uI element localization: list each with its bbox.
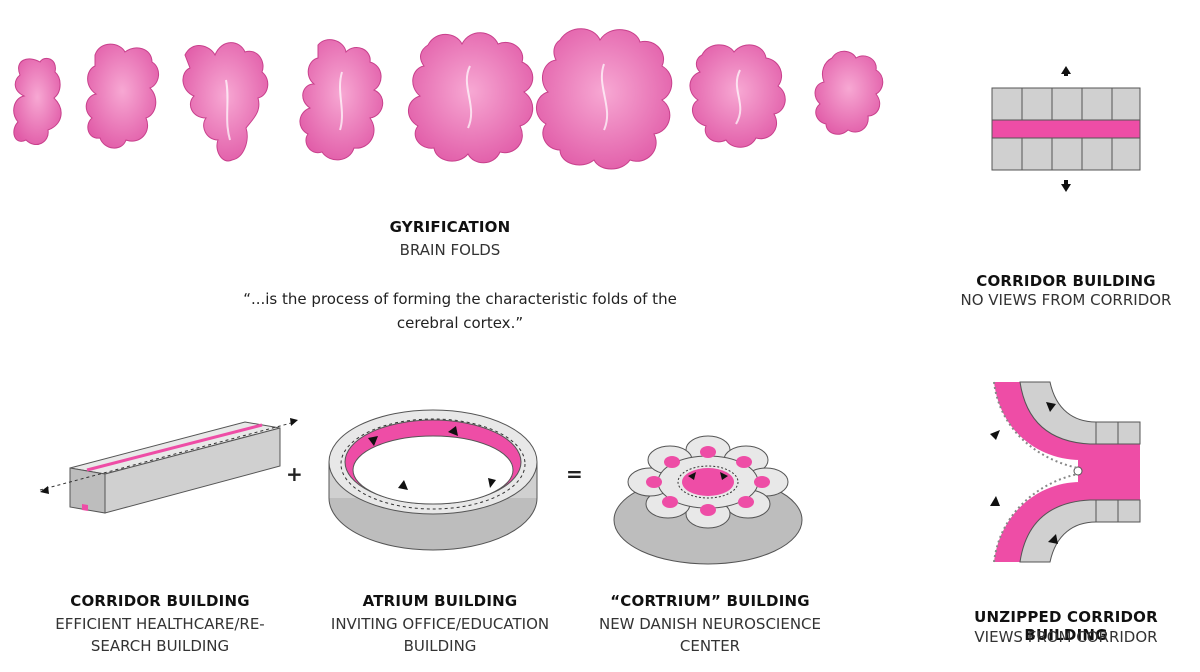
corridor-building-iso — [39, 418, 298, 514]
arrow-icon-c — [398, 480, 408, 490]
corridor-strip — [991, 119, 1141, 139]
gyrification-quote-line1: “...is the process of forming the charac… — [243, 290, 677, 308]
cortrium-building-title: “CORTRIUM” BUILDING — [610, 592, 810, 610]
atrium-building-iso — [328, 409, 538, 551]
arrow-icon-f — [720, 472, 728, 480]
arrow-icon-d — [488, 478, 496, 488]
corridor-building-line2: SEARCH BUILDING — [90, 637, 230, 655]
arrow-icon-1 — [1046, 402, 1056, 412]
brain-slices — [13, 28, 884, 170]
cortrium-building-line2: CENTER — [679, 637, 741, 655]
arrow-icon-4 — [1048, 534, 1058, 544]
arrow-right-icon — [290, 418, 298, 426]
corridor-top-title: CORRIDOR BUILDING — [976, 272, 1156, 290]
corridor-building-title: CORRIDOR BUILDING — [70, 592, 250, 610]
brain-slice-1 — [13, 57, 62, 145]
atrium-building-title: ATRIUM BUILDING — [362, 592, 518, 610]
plus-sign: + — [286, 462, 303, 486]
unzipped-title: UNZIPPED CORRIDOR BUILDING — [974, 608, 1158, 644]
atrium-building-line2: BUILDING — [403, 637, 477, 655]
arrow-icon-2 — [990, 430, 1000, 440]
corridor-building-plan — [991, 66, 1141, 192]
atrium-building-line1: INVITING OFFICE/EDUCATION — [330, 615, 550, 633]
gyrification-title: GYRIFICATION — [389, 218, 511, 236]
arrow-down-icon — [1061, 184, 1071, 192]
arrow-left-icon — [40, 486, 49, 494]
brain-slice-2 — [85, 43, 159, 149]
arrow-icon-3 — [990, 496, 1000, 506]
arrow-icon-a — [368, 436, 378, 446]
arrow-icon-e — [688, 472, 696, 480]
arrow-up-icon — [1061, 66, 1071, 74]
cortrium-building-iso — [613, 435, 803, 565]
corridor-top-subtitle: NO VIEWS FROM CORRIDOR — [960, 291, 1172, 309]
brain-slice-3 — [182, 42, 269, 162]
equals-sign: = — [566, 462, 583, 486]
gyrification-subtitle: BRAIN FOLDS — [399, 241, 501, 259]
corridor-building-line1: EFFICIENT HEALTHCARE/RE- — [55, 615, 265, 633]
cortrium-building-line1: NEW DANISH NEUROSCIENCE — [598, 615, 822, 633]
unzipped-subtitle: VIEWS FROM CORRIDOR — [974, 628, 1158, 646]
gyrification-quote-line2: cerebral cortex.” — [396, 314, 524, 332]
brain-slice-5 — [408, 32, 534, 164]
unzipped-corridor-plan — [990, 381, 1141, 563]
brain-slice-8 — [814, 50, 884, 135]
arrow-icon-b — [448, 426, 458, 436]
